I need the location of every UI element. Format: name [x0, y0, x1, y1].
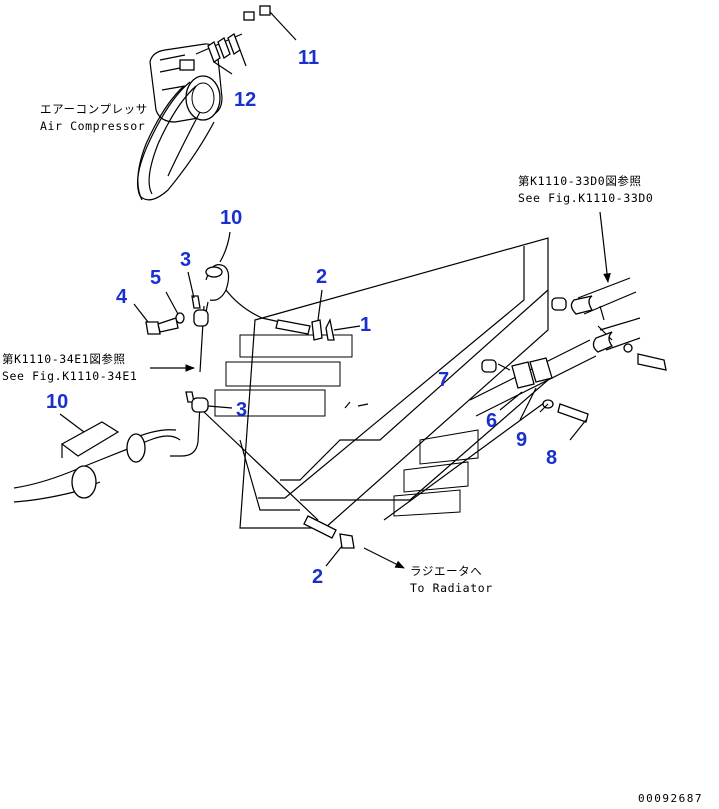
- lower-tube-clamp: [469, 339, 597, 441]
- callout-4: 4: [116, 286, 128, 308]
- callout-12: 12: [234, 89, 256, 111]
- clip-3-upper: [191, 295, 209, 327]
- radiator-label-jp: ラジエータへ: [410, 564, 482, 578]
- leader-10-bottom: [59, 413, 85, 433]
- clip-3-lower: [185, 391, 233, 413]
- callout-3-bottom: 3: [236, 399, 247, 421]
- ref-33d0-jp: 第K1110-33D0図参照: [518, 174, 642, 188]
- tube-10-lower: [13, 421, 181, 503]
- arrow-right-icon: [363, 547, 405, 569]
- callout-7: 7: [438, 369, 449, 391]
- part-11-connector: [243, 5, 297, 41]
- reference-arrow-k1110-33d0: [599, 211, 611, 283]
- tube-10-upper: [205, 264, 281, 323]
- part-12-clamps: [207, 33, 247, 75]
- leader-3-top: [187, 271, 195, 299]
- callout-9: 9: [516, 429, 527, 451]
- document-number: 00092687: [638, 792, 703, 805]
- bolt-4-washer-5: [133, 291, 185, 335]
- tube-2-lower: [303, 515, 355, 549]
- callout-10-top: 10: [220, 207, 242, 229]
- upper-tube: [551, 277, 667, 371]
- leader-10-top: [219, 231, 231, 263]
- callout-2-top: 2: [316, 266, 327, 288]
- callout-6: 6: [486, 410, 497, 432]
- air-compressor: [149, 33, 243, 123]
- radiator-label-en: To Radiator: [410, 581, 493, 595]
- ref-34e1-jp: 第K1110-34E1図参照: [2, 352, 126, 366]
- leader-2-top: [317, 289, 323, 321]
- tube-2-upper: [275, 318, 361, 341]
- callout-5: 5: [150, 267, 161, 289]
- compressor-label-jp: エアーコンプレッサ: [40, 102, 148, 116]
- callout-1: 1: [360, 314, 371, 336]
- ref-33d0-en: See Fig.K1110-33D0: [518, 191, 653, 205]
- chevron-panel: [214, 237, 549, 529]
- leader-2-bottom: [325, 545, 343, 567]
- ref-34e1-en: See Fig.K1110-34E1: [2, 369, 137, 383]
- compressor-label-en: Air Compressor: [40, 119, 145, 133]
- callout-10-bottom: 10: [46, 391, 68, 413]
- callout-8: 8: [546, 447, 557, 469]
- callout-11: 11: [298, 47, 319, 69]
- drive-belt: [137, 81, 215, 201]
- callout-2-bottom: 2: [312, 566, 323, 588]
- callout-3-top: 3: [180, 249, 191, 271]
